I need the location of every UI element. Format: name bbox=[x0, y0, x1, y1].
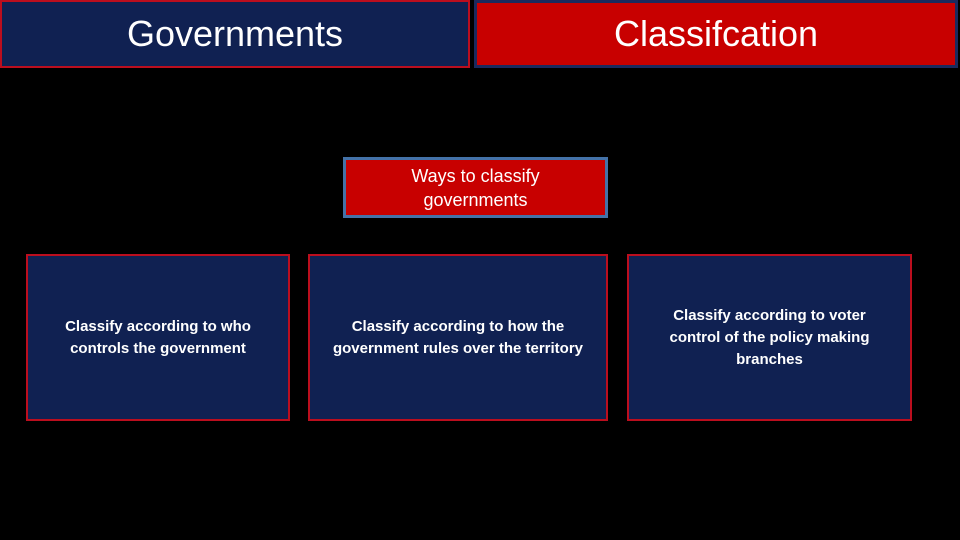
category-box-voter-control: Classify according to voter control of t… bbox=[627, 254, 912, 421]
header-classification-box: Classifcation bbox=[474, 0, 958, 68]
root-node-label: Ways to classify governments bbox=[411, 165, 540, 210]
header-governments-label: Governments bbox=[126, 13, 344, 54]
root-node-ways-to-classify-box: Ways to classify governments bbox=[343, 157, 608, 218]
category-who-controls-label: Classify according to who controls the g… bbox=[65, 317, 251, 357]
header-classification-label: Classifcation bbox=[613, 13, 819, 54]
category-territory-rule-label: Classify according to how the government… bbox=[332, 317, 584, 357]
category-box-territory-rule: Classify according to how the government… bbox=[308, 254, 608, 421]
category-voter-control-label: Classify according to voter control of t… bbox=[669, 306, 870, 368]
header-governments-box: Governments bbox=[0, 0, 470, 68]
category-box-who-controls: Classify according to who controls the g… bbox=[26, 254, 290, 421]
